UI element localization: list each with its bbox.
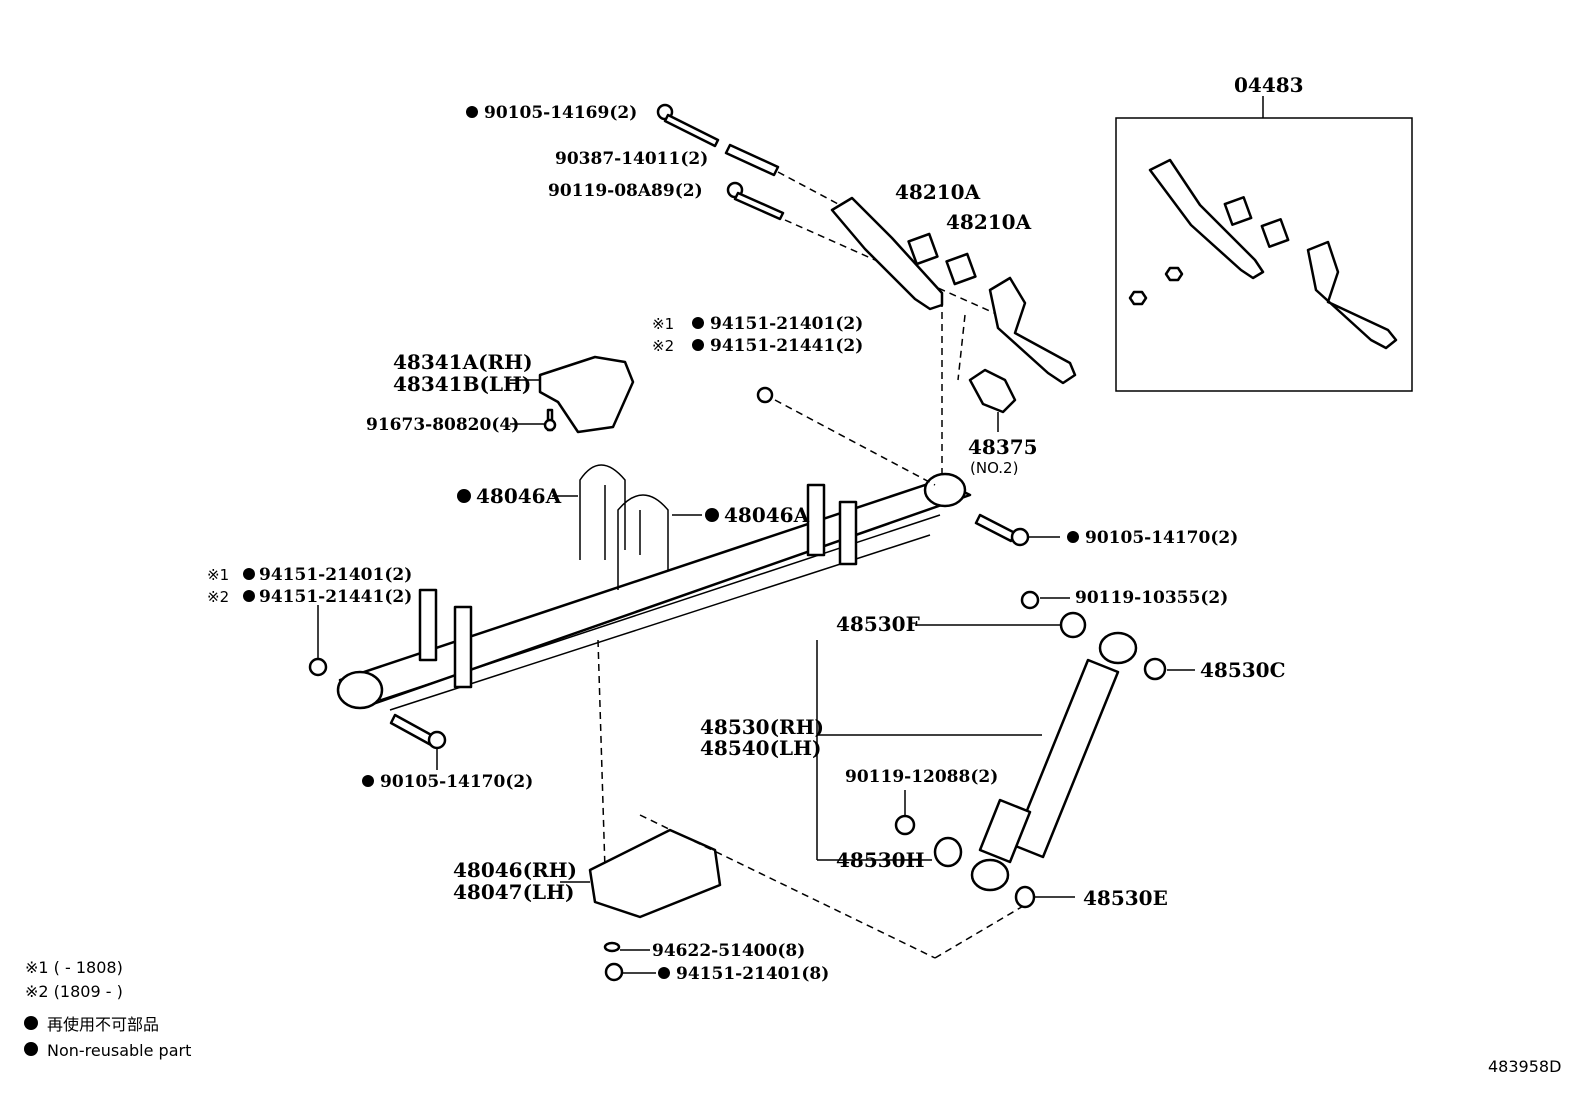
label-shackle-a1[interactable]: 48210A	[895, 180, 981, 204]
label-bracket-rh[interactable]: 48341A(RH)	[393, 350, 533, 374]
leaf-spring	[308, 386, 1060, 871]
mark-1: ※1	[652, 315, 674, 333]
notes: ※1 ( - 1808) ※2 (1809 - ) 再使用不可部品 Non-re…	[24, 958, 191, 1060]
label-bracket-lh[interactable]: 48341B(LH)	[393, 372, 531, 396]
label-bolt-shackle[interactable]: 90119-08A89(2)	[548, 181, 703, 201]
spring-bracket	[510, 355, 635, 434]
label-shock-nut-top[interactable]: 90119-10355(2)	[1075, 588, 1228, 608]
shackle-assembly	[830, 196, 1077, 475]
label-nut-left-1[interactable]: 94151-21401(2)	[259, 565, 412, 585]
note-2: ※2 (1809 - )	[25, 982, 123, 1001]
label-bolt-rear[interactable]: 90105-14170(2)	[1085, 528, 1238, 548]
label-retainer-c[interactable]: 48530C	[1200, 658, 1286, 682]
label-bracket-bolt[interactable]: 91673-80820(4)	[366, 415, 519, 435]
label-washer[interactable]: 94622-51400(8)	[652, 941, 805, 961]
label-shock-rh[interactable]: 48530(RH)	[700, 715, 824, 739]
note-1: ※1 ( - 1808)	[25, 958, 123, 977]
label-bumper[interactable]: 48375	[968, 435, 1038, 459]
label-nut-top-2[interactable]: 94151-21441(2)	[710, 336, 863, 356]
diagram-id: 483958D	[1488, 1057, 1561, 1076]
label-nut-left-2[interactable]: 94151-21441(2)	[259, 587, 412, 607]
filled-circle-icon	[24, 1016, 38, 1030]
kit-number: 04483	[1234, 73, 1304, 97]
mark-2: ※2	[207, 588, 229, 606]
part-labels: 90105-14169(2) 90387-14011(2) 90119-08A8…	[207, 103, 1286, 984]
label-seat-rh[interactable]: 48046(RH)	[453, 858, 577, 882]
label-cushion-h[interactable]: 48530H	[836, 848, 924, 872]
label-shock-bolt-lower[interactable]: 90119-12088(2)	[845, 767, 998, 787]
label-nut-top-1[interactable]: 94151-21401(2)	[710, 314, 863, 334]
label-cushion-f[interactable]: 48530F	[836, 612, 920, 636]
kit-box	[1115, 96, 1413, 392]
label-ubolt-2[interactable]: 48046A	[724, 503, 810, 527]
label-retainer-e[interactable]: 48530E	[1083, 886, 1168, 910]
shock-absorber	[816, 590, 1195, 909]
label-bolt-top[interactable]: 90105-14169(2)	[484, 103, 637, 123]
mark-1: ※1	[207, 566, 229, 584]
spring-seat	[560, 814, 1026, 982]
label-nut-seat[interactable]: 94151-21401(8)	[676, 964, 829, 984]
label-seat-lh[interactable]: 48047(LH)	[453, 880, 574, 904]
legend-en: Non-reusable part	[47, 1041, 191, 1060]
label-shackle-a2[interactable]: 48210A	[946, 210, 1032, 234]
label-ubolt-1[interactable]: 48046A	[476, 484, 562, 508]
legend-jp: 再使用不可部品	[47, 1015, 159, 1034]
filled-circle-icon	[24, 1042, 38, 1056]
label-pin[interactable]: 90387-14011(2)	[555, 149, 708, 169]
label-shock-lh[interactable]: 48540(LH)	[700, 736, 821, 760]
label-bumper-sub: (NO.2)	[970, 459, 1018, 477]
label-bolt-front[interactable]: 90105-14170(2)	[380, 772, 533, 792]
mark-2: ※2	[652, 337, 674, 355]
